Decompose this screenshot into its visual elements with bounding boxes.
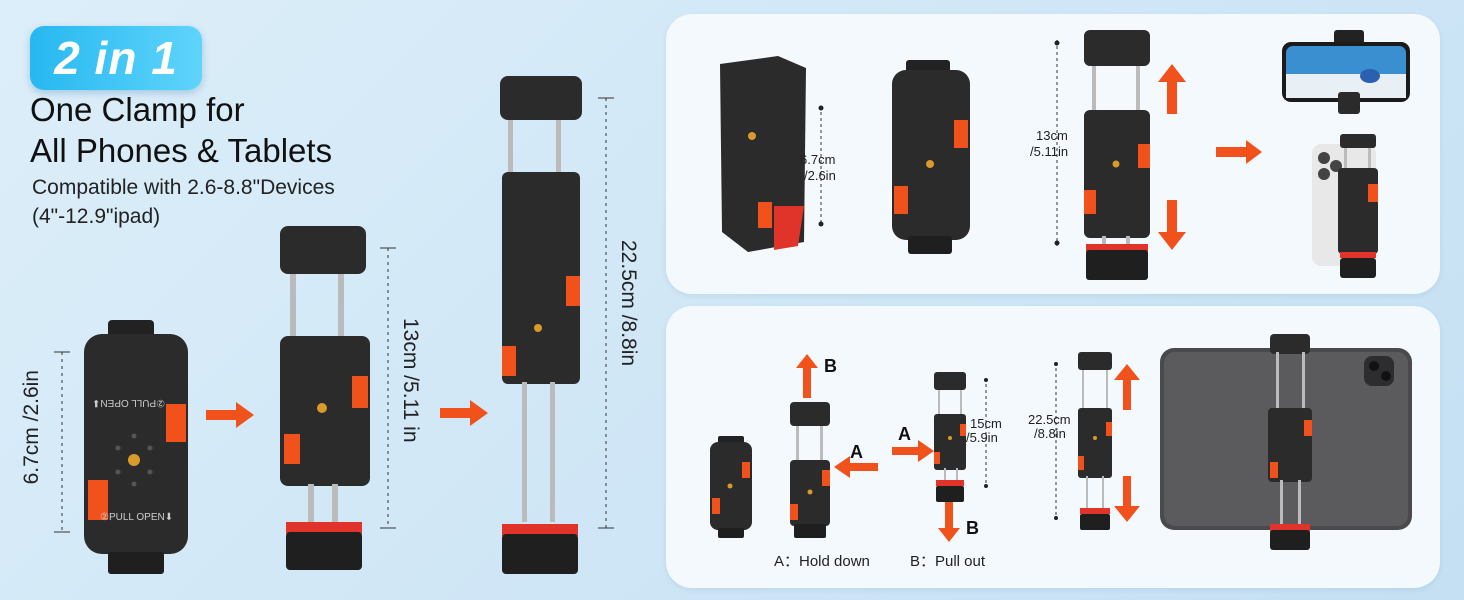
arrow-right-icon (892, 440, 934, 462)
arrow-right-icon (206, 402, 254, 428)
label-a-left: A (898, 424, 911, 444)
compat-line-1: Compatible with 2.6-8.8"Devices (32, 176, 335, 199)
arrow-up-icon (1114, 364, 1140, 410)
caption-hold-down: A：Hold down (774, 553, 870, 570)
two-in-one-badge: 2 in 1 (30, 26, 202, 90)
clamp-extended-image (500, 76, 582, 574)
pull-open-label-1: ②PULL OPEN⬇ (92, 397, 166, 408)
clamp-small-extended-image (934, 372, 966, 502)
measure-line-1 (54, 351, 70, 533)
clamp-small-partial-image (790, 402, 830, 538)
measure-line-top-1 (818, 105, 824, 227)
clamp-small-closed-image (710, 436, 752, 538)
clamp-front-medium-image (1084, 30, 1150, 280)
measure-line-bottom-1 (984, 378, 988, 488)
measure-bottom-1-line-1: 15cm (970, 416, 1002, 431)
badge-text: 2 in 1 (54, 32, 178, 84)
measure-6-7cm: 6.7cm /2.6in (20, 370, 43, 485)
compat-line-2: (4"-12.9"ipad) (32, 205, 161, 228)
arrow-up-icon (1158, 64, 1186, 114)
pull-open-label-2: ②PULL OPEN⬇ (100, 512, 174, 523)
measure-13cm: 13cm /5.11 in (399, 318, 422, 443)
phone-landscape-image (1282, 30, 1410, 114)
arrow-down-icon (1158, 200, 1186, 250)
measure-top-2-line-2: /5.11in (1030, 144, 1069, 159)
arrow-right-icon (440, 400, 488, 426)
measure-bottom-2-line-1: 22.5cm (1028, 412, 1071, 427)
phone-portrait-image (1312, 134, 1378, 278)
caption-pull-out: B：Pull out (910, 553, 986, 570)
label-a-right: A (850, 442, 863, 462)
headline-line-2: All Phones & Tablets (30, 132, 333, 169)
measure-22-5cm: 22.5cm /8.8in (617, 240, 640, 367)
clamp-angled-image (720, 56, 806, 252)
arrow-up-icon (796, 354, 818, 398)
measure-bottom-2-line-2: /8.8in (1034, 426, 1066, 441)
measure-top-1-line-2: /2.6in (804, 168, 836, 183)
measure-top-1-line-1: 6.7cm (800, 152, 836, 167)
headline-line-1: One Clamp for (30, 91, 245, 128)
clamp-front-closed-image (892, 60, 970, 254)
label-b-top: B (824, 356, 837, 376)
measure-line-bottom-2 (1054, 362, 1058, 520)
measure-bottom-1-line-2: /5.9in (966, 430, 998, 445)
measure-line-top-2 (1054, 40, 1060, 246)
measure-line-2 (380, 247, 396, 529)
measure-top-2-line-1: 13cm (1036, 128, 1068, 143)
arrow-right-icon (1216, 140, 1262, 164)
clamp-small-full-image (1078, 352, 1112, 530)
arrow-down-icon (1114, 476, 1140, 522)
label-b-bottom: B (966, 518, 979, 538)
arrow-down-icon (938, 502, 960, 542)
measure-line-3 (598, 97, 614, 529)
tablet-image (1160, 334, 1412, 550)
clamp-medium-image (280, 226, 370, 570)
clamp-closed-image (84, 320, 188, 574)
arrow-left-icon (834, 456, 878, 478)
